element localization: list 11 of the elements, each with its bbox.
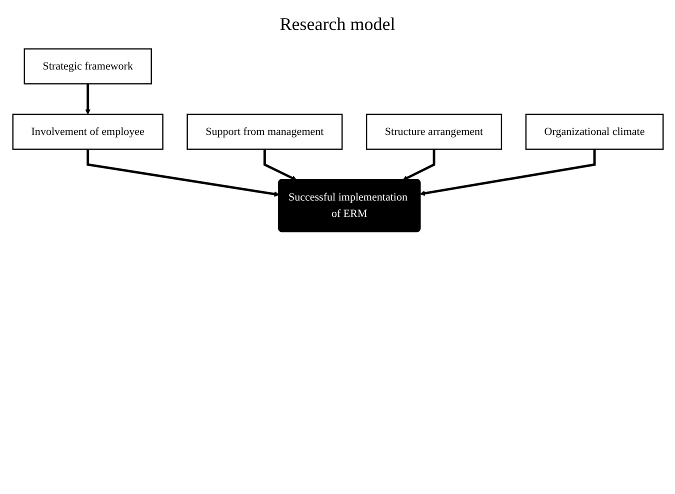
arrow bbox=[419, 149, 596, 196]
node-box: Support from management bbox=[186, 114, 342, 150]
diagram-title: Research model bbox=[278, 13, 396, 36]
node-box: Organizational climate bbox=[524, 114, 664, 150]
node-box: Structure arrangement bbox=[365, 114, 502, 150]
node-box: Involvement of employee bbox=[12, 114, 163, 150]
arrow bbox=[262, 149, 296, 180]
arrow bbox=[84, 84, 90, 115]
arrow bbox=[86, 149, 280, 197]
arrow bbox=[402, 149, 435, 180]
node-box: Strategic framework bbox=[23, 48, 152, 84]
